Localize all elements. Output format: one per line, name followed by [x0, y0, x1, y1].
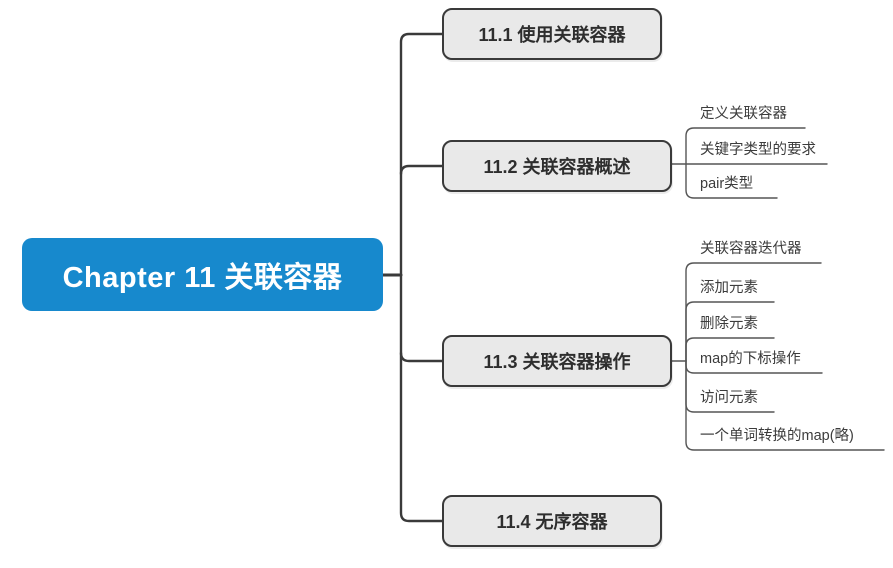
subtopic-11-3-access-elements[interactable]: 访问元素: [700, 390, 758, 406]
subtopic-11-3-add-elements[interactable]: 添加元素: [700, 280, 758, 296]
subtopic-11-2-define-assoc-container[interactable]: 定义关联容器: [700, 106, 787, 122]
subtopic-11-3-erase-elements[interactable]: 删除元素: [700, 316, 758, 332]
topic-11-2[interactable]: 11.2 关联容器概述: [442, 140, 672, 192]
topic-11-3[interactable]: 11.3 关联容器操作: [442, 335, 672, 387]
root-node-chapter-11[interactable]: Chapter 11 关联容器: [22, 238, 383, 311]
subtopic-11-3-iterators[interactable]: 关联容器迭代器: [700, 241, 802, 257]
subtopic-11-2-pair-type[interactable]: pair类型: [700, 176, 754, 192]
subtopic-11-3-map-subscript[interactable]: map的下标操作: [700, 351, 801, 367]
subtopic-11-3-word-transform-map[interactable]: 一个单词转换的map(略): [700, 428, 854, 444]
topic-11-1[interactable]: 11.1 使用关联容器: [442, 8, 662, 60]
subtopic-11-2-key-type-requirements[interactable]: 关键字类型的要求: [700, 142, 816, 158]
topic-11-4[interactable]: 11.4 无序容器: [442, 495, 662, 547]
